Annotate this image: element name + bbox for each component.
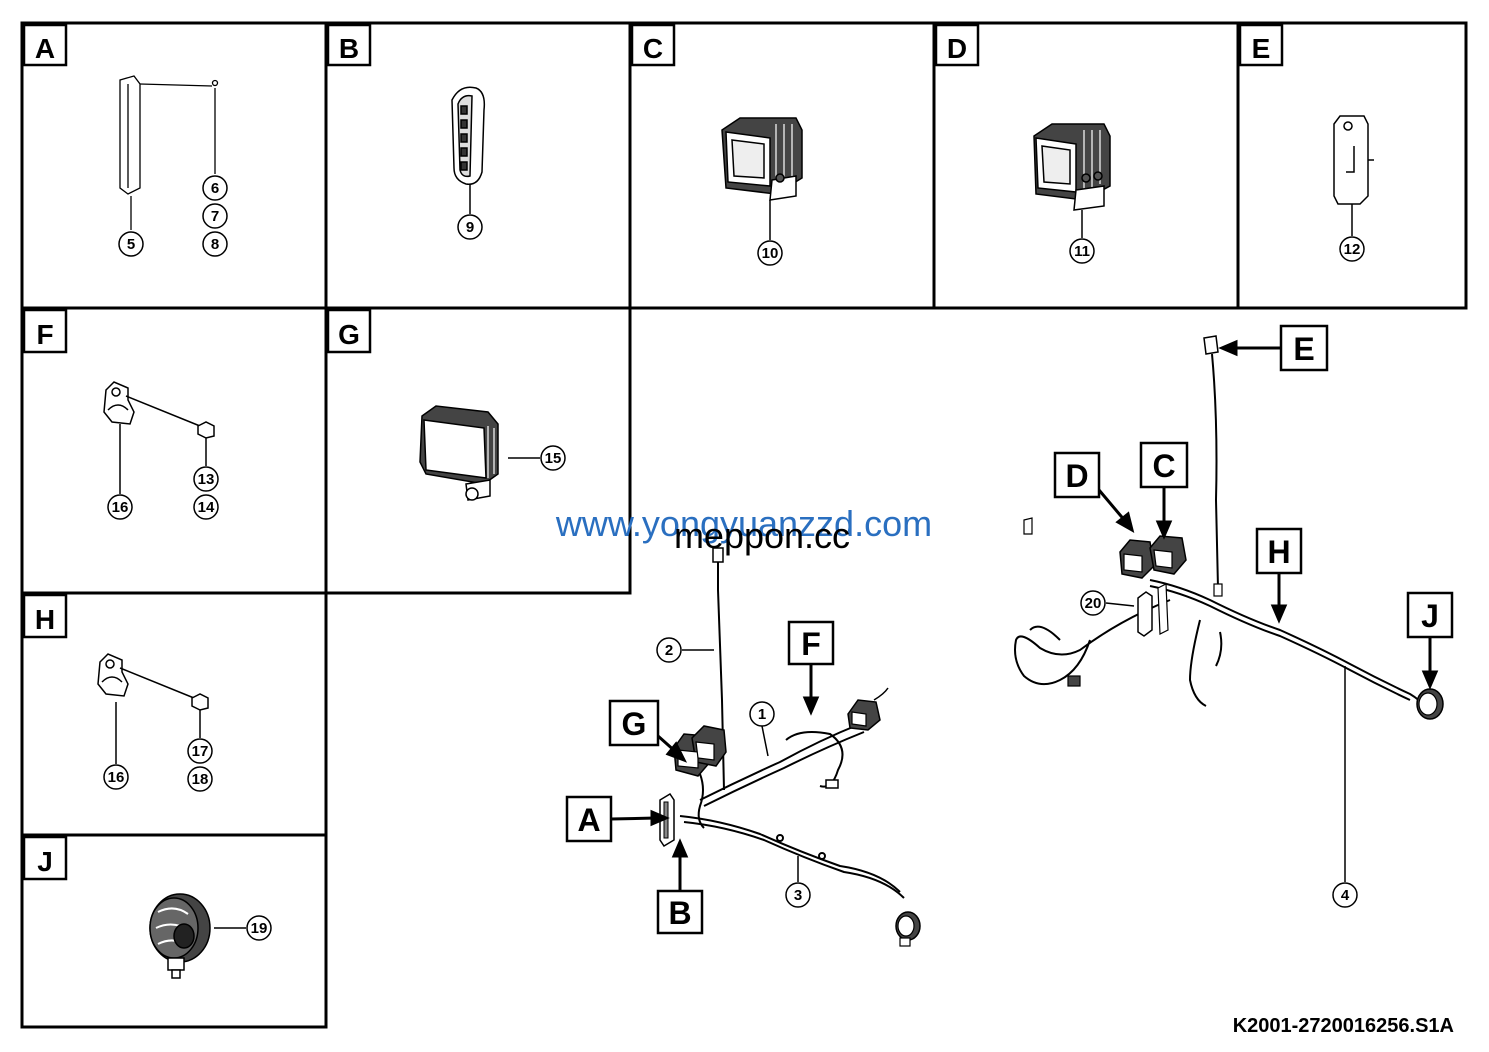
small-lamp-e-illustration [1333, 115, 1374, 236]
harness-label-j: J [1421, 598, 1439, 634]
panel-a-letter: A [35, 33, 55, 64]
square-work-lamp-d-illustration [1033, 123, 1111, 238]
harness-label-e: E [1293, 331, 1314, 367]
panel-c-letter: C [643, 33, 663, 64]
panel-g-frame [324, 306, 632, 595]
round-work-lamp-j-illustration [149, 893, 246, 979]
drawing-reference: K2001-2720016256.S1A [1233, 1015, 1454, 1037]
panel-j-frame [20, 833, 328, 1029]
led-strip-lamp-illustration [451, 86, 486, 214]
watermark-url: www.yongyuanzzd.com [555, 503, 932, 544]
callout-7: 7 [211, 208, 219, 225]
panel-e-letter: E [1252, 33, 1271, 64]
callout-9: 9 [466, 219, 474, 236]
front-harness-illustration [659, 547, 921, 947]
harness-label-g: G [622, 706, 647, 742]
panel-f-letter: F [36, 319, 53, 350]
harness-label-d: D [1065, 458, 1088, 494]
callout-16-f: 16 [112, 499, 129, 516]
harness-label-f: F [801, 626, 821, 662]
watermark-domain: meppon.cc [674, 515, 850, 556]
bracket-f-illustration [103, 381, 215, 494]
harness-label-b: B [668, 895, 691, 931]
callout-10: 10 [762, 245, 779, 262]
callout-6: 6 [211, 180, 219, 197]
callout-5: 5 [127, 236, 135, 253]
panel-d-letter: D [947, 33, 967, 64]
rectangular-work-lamp-g-illustration [419, 405, 540, 501]
callout-1: 1 [758, 706, 766, 723]
callout-16-h: 16 [108, 769, 125, 786]
callout-11: 11 [1074, 243, 1090, 260]
callout-18: 18 [192, 771, 209, 788]
bracket-h-illustration [97, 653, 209, 764]
callout-15: 15 [545, 450, 562, 467]
callout-17: 17 [192, 743, 209, 760]
panel-g-letter: G [338, 319, 360, 350]
panel-h-frame [20, 591, 328, 837]
marker-lamp-illustration [119, 75, 219, 230]
harness-label-h: H [1267, 534, 1290, 570]
panel-b-letter: B [339, 33, 359, 64]
callout-3: 3 [794, 887, 802, 904]
callout-8: 8 [211, 236, 219, 253]
callout-14: 14 [198, 499, 215, 516]
callout-4: 4 [1341, 887, 1350, 904]
harness-label-a: A [577, 802, 600, 838]
callout-20: 20 [1085, 595, 1102, 612]
panel-f-frame [20, 306, 328, 595]
harness-label-c: C [1152, 448, 1175, 484]
callout-19: 19 [251, 920, 268, 937]
panel-a-frame [20, 21, 328, 310]
panel-h-letter: H [35, 604, 55, 635]
panel-e-frame [1236, 21, 1468, 310]
callout-2: 2 [665, 642, 673, 659]
panel-j-letter: J [37, 846, 53, 877]
callout-12: 12 [1344, 241, 1361, 258]
cab-harness-illustration [1014, 335, 1444, 720]
square-work-lamp-c-illustration [721, 117, 803, 240]
callout-13: 13 [198, 471, 215, 488]
